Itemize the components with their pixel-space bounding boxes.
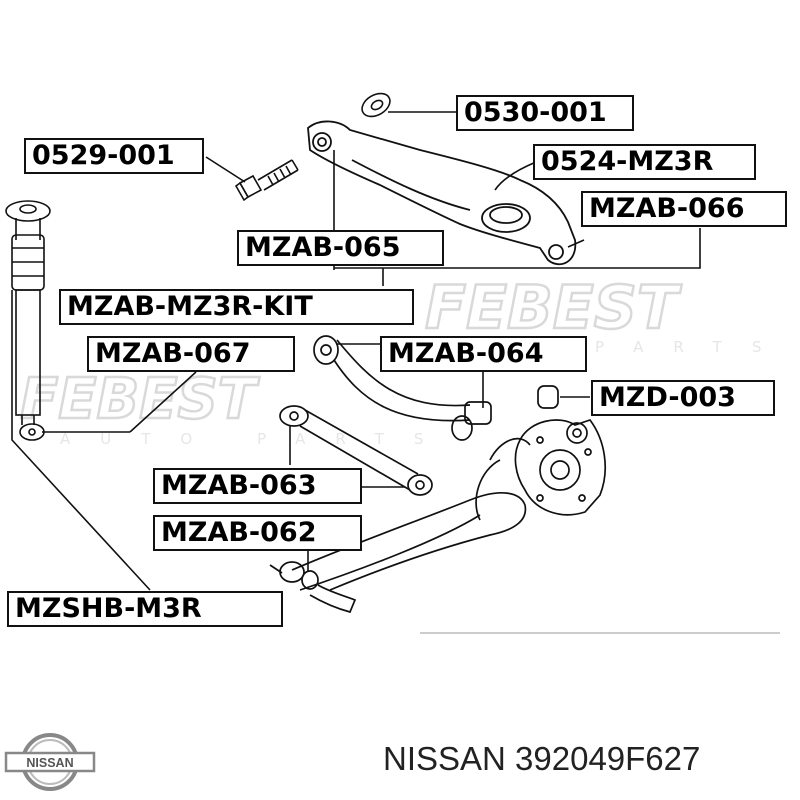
watermark-right: FEBEST PARTS xyxy=(424,272,791,356)
upper-control-arm xyxy=(307,120,577,266)
nissan-logo-text: NISSAN xyxy=(26,756,73,770)
knuckle-hub xyxy=(475,418,606,521)
label-mzab-064: MZAB-064 xyxy=(380,336,587,372)
nissan-logo: NISSAN xyxy=(4,733,96,791)
bump-stop xyxy=(537,385,559,409)
shock-absorber xyxy=(5,200,51,441)
label-mzab-067: MZAB-067 xyxy=(87,336,295,372)
washer-part xyxy=(361,92,391,118)
label-mzab-062: MZAB-062 xyxy=(153,515,362,551)
label-0530-001: 0530-001 xyxy=(456,95,634,131)
watermark-left: FEBEST AUTO PARTS xyxy=(19,366,453,448)
label-mzab-mz3r-kit: MZAB-MZ3R-KIT xyxy=(59,289,414,325)
part-number-text: NISSAN 392049F627 xyxy=(383,740,701,777)
watermark-tagline-left: AUTO PARTS xyxy=(60,430,453,448)
label-mzd-003: MZD-003 xyxy=(591,380,775,416)
lateral-link xyxy=(279,405,433,496)
label-0529-001: 0529-001 xyxy=(24,138,204,174)
trailing-arm xyxy=(269,492,527,614)
label-mzab-063: MZAB-063 xyxy=(153,468,362,504)
watermark-tagline-right: PARTS xyxy=(595,338,791,356)
bolt-part xyxy=(234,159,299,202)
trailing-link xyxy=(313,335,492,441)
label-mzab-066: MZAB-066 xyxy=(581,191,787,227)
watermark-brand-right: FEBEST xyxy=(425,273,682,343)
label-mzab-065: MZAB-065 xyxy=(237,230,444,266)
label-mzshb-m3r: MZSHB-M3R xyxy=(7,591,283,627)
label-0524-mz3r: 0524-MZ3R xyxy=(533,144,756,180)
